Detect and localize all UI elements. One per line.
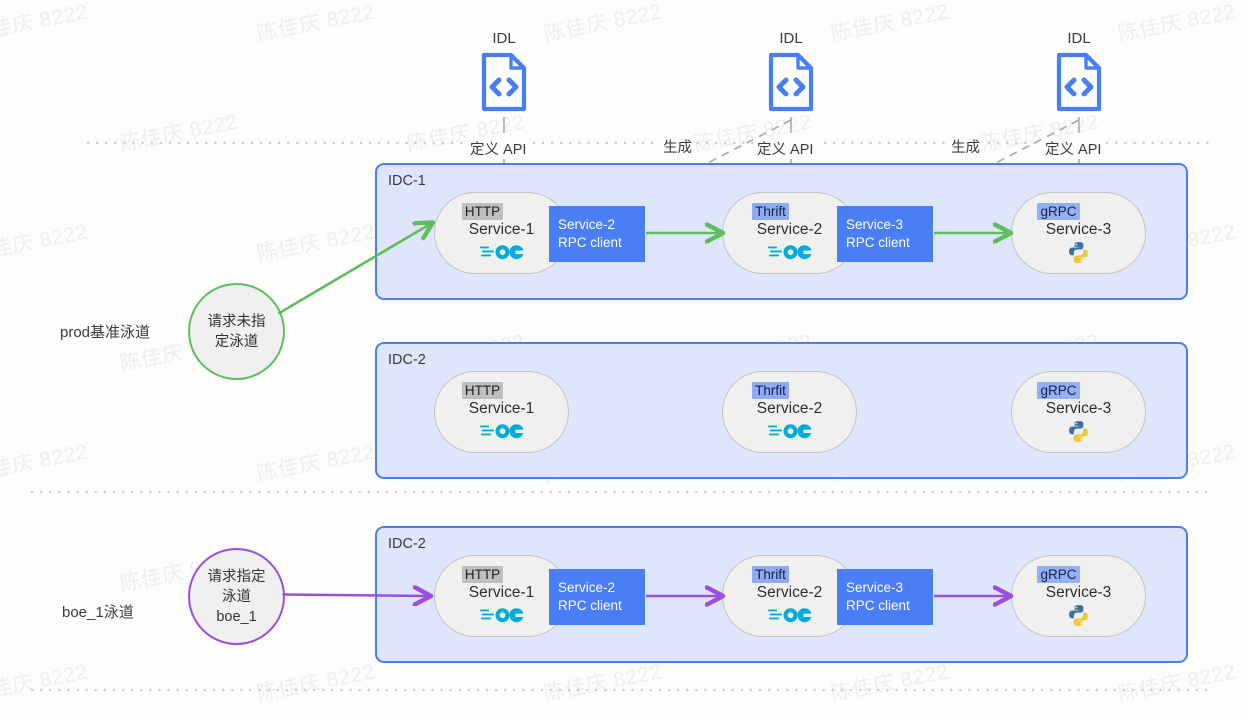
service-name: Service-2 xyxy=(756,221,823,239)
go-logo-icon xyxy=(767,244,811,259)
go-logo-icon xyxy=(767,607,811,622)
code-file-icon xyxy=(481,52,527,112)
idl-label: IDL xyxy=(779,30,803,47)
edge-caption-generate-4: 生成 xyxy=(947,136,984,157)
idc-title: IDC-1 xyxy=(388,173,426,189)
language-logo xyxy=(767,604,812,626)
lane-label-boe-1-idc-2: boe_1泳道 xyxy=(62,604,134,621)
protocol-badge: HTTP xyxy=(461,202,504,221)
service-name: Service-2 xyxy=(756,584,823,602)
edge-caption-define-api-3: 定义 API xyxy=(753,138,818,159)
idc-title: IDC-2 xyxy=(388,536,426,552)
protocol-badge: HTTP xyxy=(461,565,504,584)
edge-caption-generate-2: 生成 xyxy=(659,136,696,157)
service-name: Service-2 xyxy=(756,400,823,418)
service-name: Service-3 xyxy=(1045,400,1112,418)
protocol-badge: HTTP xyxy=(461,381,504,400)
language-logo xyxy=(1067,604,1090,626)
python-logo-icon xyxy=(1069,604,1088,626)
rpc-client-line2: RPC client xyxy=(846,235,910,250)
service-name: Service-1 xyxy=(468,400,535,418)
protocol-badge: gRPC xyxy=(1037,381,1080,400)
protocol-badge: gRPC xyxy=(1037,565,1080,584)
edge-caption-define-api-5: 定义 API xyxy=(1041,138,1106,159)
service-name: Service-1 xyxy=(468,584,535,602)
go-logo-icon xyxy=(479,607,523,622)
language-logo xyxy=(479,241,524,263)
python-logo-icon xyxy=(1069,420,1088,442)
service-name: Service-3 xyxy=(1045,221,1112,239)
protocol-badge: gRPC xyxy=(1037,202,1080,221)
idc-title: IDC-2 xyxy=(388,352,426,368)
request-circle-boe-1-idc-2[interactable]: 请求指定泳道 boe_1 xyxy=(188,548,285,645)
rpc-client-line1: Service-3 xyxy=(846,217,904,233)
protocol-badge: Thrfit xyxy=(752,381,789,400)
rpc-client-line2: RPC client xyxy=(558,235,622,250)
service-name: Service-3 xyxy=(1045,584,1112,602)
request-circle-line: 泳道 xyxy=(222,588,251,605)
rpc-client-line2: RPC client xyxy=(846,598,910,613)
code-file-icon xyxy=(768,52,814,112)
language-logo xyxy=(479,420,524,442)
service-name: Service-1 xyxy=(468,221,535,239)
idl-node-1: IDL xyxy=(480,30,528,112)
request-circle-prod-idc-1[interactable]: 请求未指定泳道 xyxy=(188,283,285,380)
lane-entry-arrow xyxy=(282,595,431,597)
protocol-badge: Thrift xyxy=(752,202,789,221)
language-logo xyxy=(1067,241,1090,263)
lane-entry-arrow xyxy=(277,223,433,315)
language-logo xyxy=(1067,420,1090,442)
language-logo xyxy=(767,241,812,263)
idl-node-3: IDL xyxy=(1055,30,1103,112)
go-logo-icon xyxy=(767,423,811,438)
language-logo xyxy=(479,604,524,626)
request-circle-line: 请求指定 xyxy=(207,568,266,585)
python-logo-icon xyxy=(1069,241,1088,263)
rpc-client-line1: Service-2 xyxy=(558,217,616,233)
lane-label-prod-idc-1: prod基准泳道 xyxy=(60,324,151,341)
go-logo-icon xyxy=(479,244,523,259)
idl-label: IDL xyxy=(1067,30,1091,47)
rpc-client-line2: RPC client xyxy=(558,598,622,613)
language-logo xyxy=(767,420,812,442)
request-circle-line: 定泳道 xyxy=(214,333,259,350)
idl-label: IDL xyxy=(492,30,516,47)
protocol-badge: Thrift xyxy=(752,565,789,584)
rpc-client-line1: Service-2 xyxy=(558,580,616,596)
go-logo-icon xyxy=(479,423,523,438)
request-circle-line: 请求未指 xyxy=(207,313,266,330)
code-file-icon xyxy=(1056,52,1102,112)
idl-node-2: IDL xyxy=(767,30,815,112)
edge-caption-define-api-1: 定义 API xyxy=(466,138,531,159)
request-circle-line: boe_1 xyxy=(216,608,257,625)
rpc-client-line1: Service-3 xyxy=(846,580,904,596)
